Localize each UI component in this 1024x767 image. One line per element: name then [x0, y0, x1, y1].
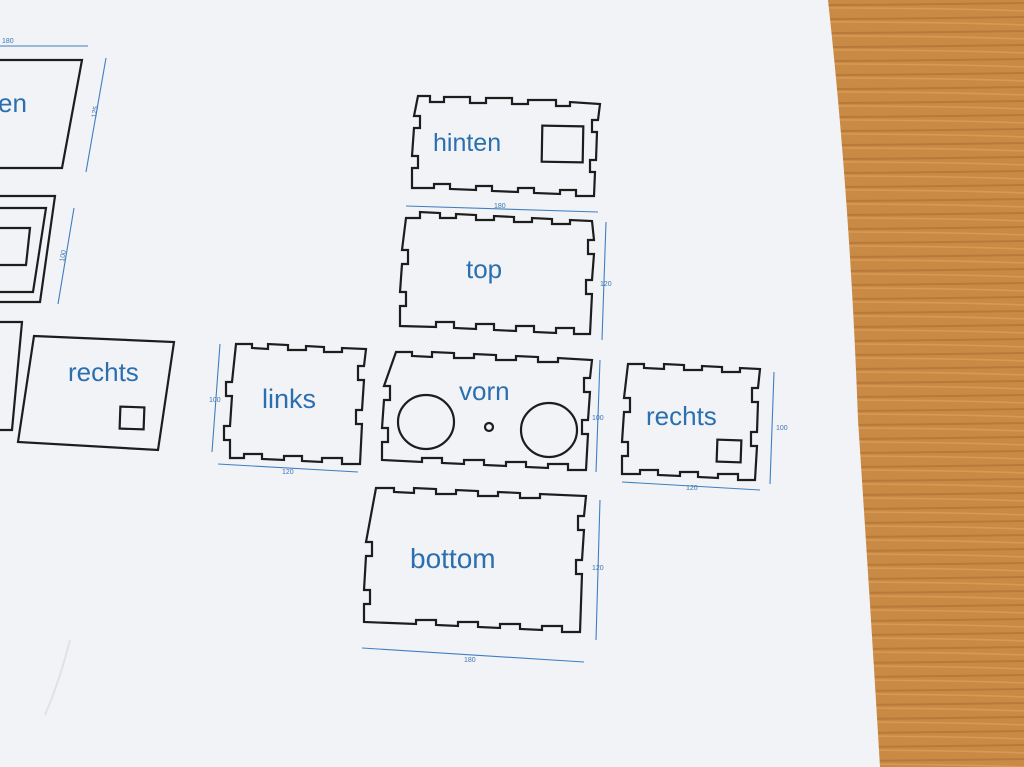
top-width-label: 180: [494, 203, 506, 210]
links-height-label: 100: [209, 397, 221, 404]
top-height-label: 120: [600, 281, 612, 288]
rechts-label: rechts: [646, 401, 717, 431]
panel-rechts: 100 120 rechts: [620, 362, 788, 492]
bottom-height-label: 120: [592, 565, 604, 572]
paper-crease: [44, 639, 71, 716]
links-label: links: [262, 384, 316, 414]
bottom-width-label: 180: [464, 657, 476, 664]
left-partial-middle-panel: 100: [0, 194, 75, 305]
paper-sheet: [0, 0, 880, 767]
hinten-label: hinten: [433, 129, 501, 157]
panel-vorn: 100 vorn: [380, 350, 604, 473]
left-partial-edge-panel: [0, 320, 24, 432]
rechts-width-label: 120: [686, 485, 698, 492]
left-top-width-label: 180: [2, 38, 14, 45]
left-hinten-height-label: 125: [91, 106, 100, 119]
left-rechts-label: rechts: [68, 357, 139, 387]
left-partial-hinten-panel: 180 125 en: [0, 38, 107, 173]
panel-hinten: hinten: [410, 94, 602, 198]
panel-links: 100 120 links: [209, 342, 368, 476]
bottom-label: bottom: [410, 543, 496, 574]
left-hinten-fragment-label: en: [0, 88, 27, 118]
left-panel-height-label: 100: [59, 250, 68, 263]
rechts-height-label: 100: [776, 425, 788, 432]
links-width-label: 120: [282, 469, 294, 476]
top-label: top: [466, 254, 502, 284]
left-partial-rechts-panel: rechts: [16, 334, 176, 452]
vorn-height-label: 100: [592, 415, 604, 422]
panel-bottom: 120 180 bottom: [361, 486, 604, 664]
vorn-label: vorn: [459, 376, 510, 406]
panel-top: 180 120 top: [398, 203, 612, 341]
